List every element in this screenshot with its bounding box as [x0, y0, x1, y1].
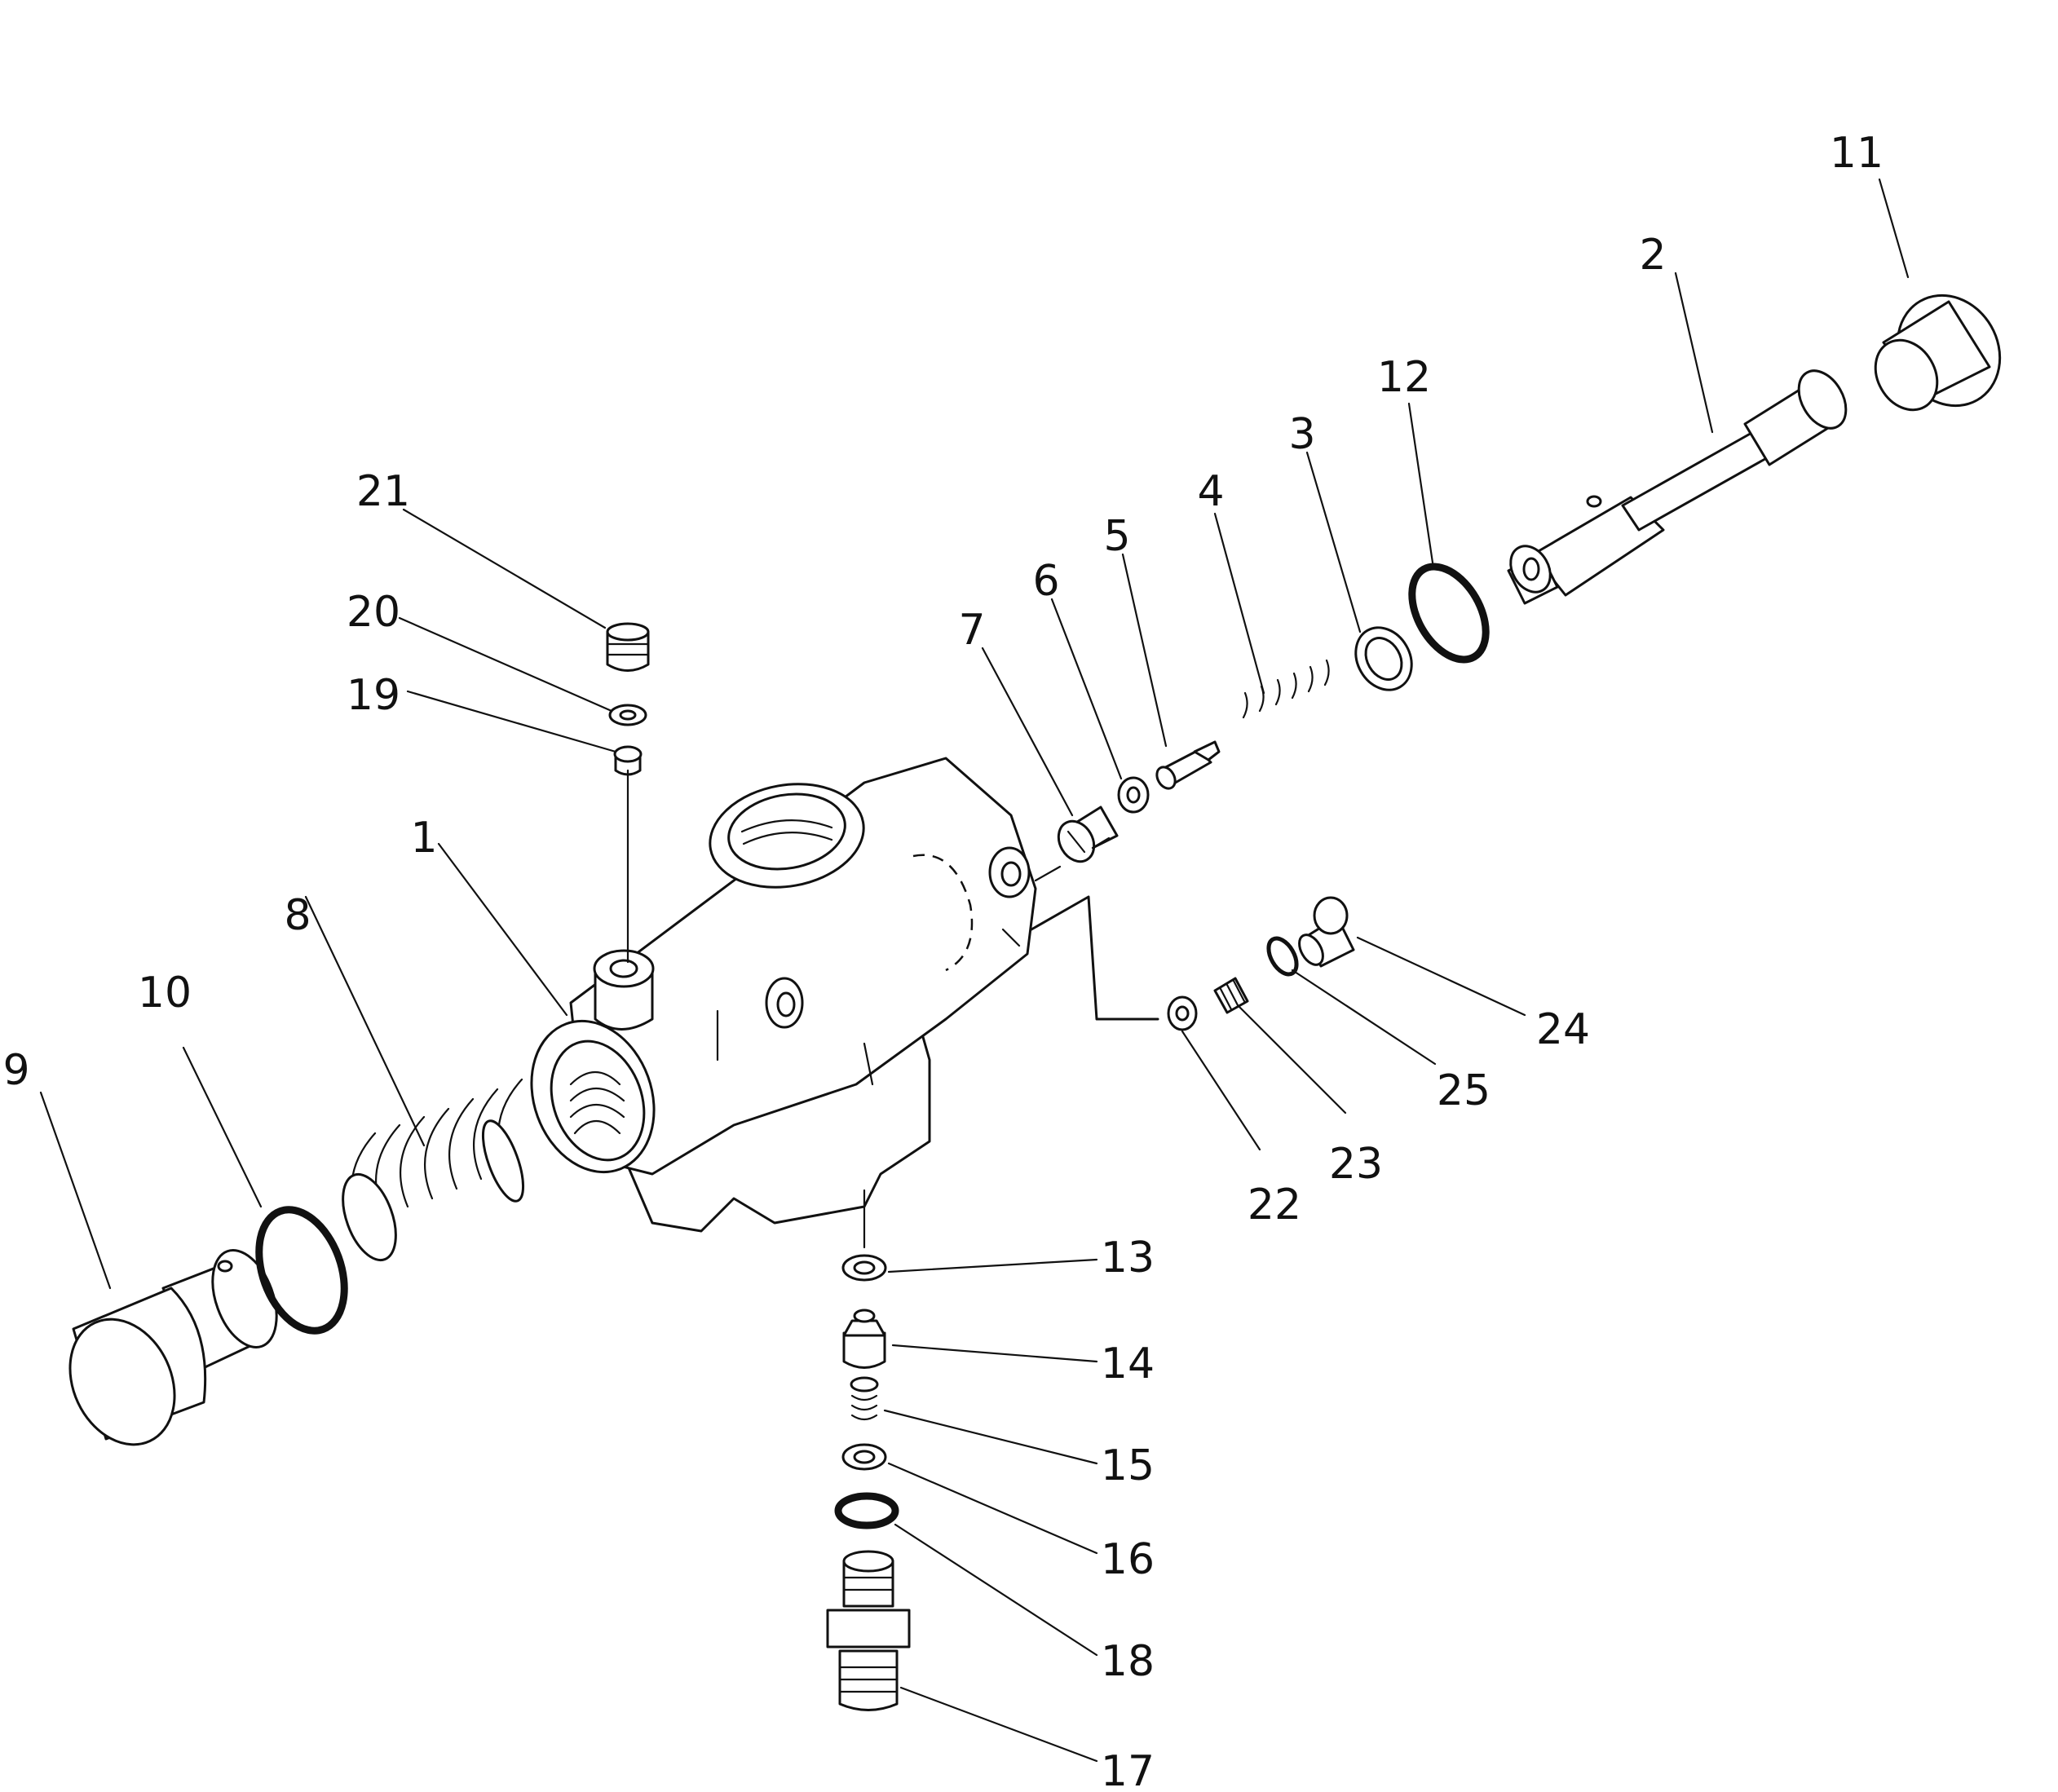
callout-numbers: 1 2 3 4 5 6 7 8 9 10 11 12 13 14 15 16 1… [2, 129, 1884, 1792]
callout-13: 13 [1101, 1234, 1155, 1282]
callout-25: 25 [1437, 1066, 1491, 1115]
callout-19: 19 [347, 671, 400, 720]
callout-12: 12 [1377, 353, 1431, 402]
callout-17: 17 [1101, 1747, 1155, 1792]
plug-24 [1298, 896, 1355, 968]
washer-20 [608, 704, 647, 726]
callout-4: 4 [1197, 467, 1224, 516]
washer-22 [1167, 995, 1198, 1031]
end-cap-left [68, 1249, 278, 1446]
connector-17 [826, 1550, 911, 1711]
callout-16: 16 [1101, 1535, 1155, 1584]
spring-23 [1213, 977, 1249, 1014]
callout-14: 14 [1101, 1340, 1155, 1388]
small-spring [1242, 659, 1330, 719]
callout-11: 11 [1830, 129, 1884, 178]
callout-8: 8 [284, 891, 311, 940]
leader-lines [39, 178, 1910, 1763]
small-washer [1117, 776, 1150, 814]
callout-15: 15 [1101, 1441, 1155, 1490]
callout-5: 5 [1103, 512, 1130, 561]
pin [1155, 740, 1221, 790]
callout-22: 22 [1248, 1181, 1301, 1229]
o-ring-25 [1266, 936, 1299, 977]
plug-19 [613, 745, 643, 776]
o-ring-18 [834, 1492, 899, 1529]
valve-body [530, 757, 1037, 1233]
plug-21 [606, 622, 650, 672]
callout-24: 24 [1536, 1005, 1590, 1054]
o-ring-large [255, 1206, 348, 1335]
small-plug [1057, 806, 1119, 863]
callout-3: 3 [1288, 410, 1315, 459]
spring-15 [850, 1376, 879, 1421]
callout-10: 10 [138, 969, 192, 1017]
callout-21: 21 [356, 467, 410, 516]
end-cap-right [1874, 294, 2002, 412]
callout-6: 6 [1032, 557, 1059, 606]
callout-23: 23 [1329, 1140, 1383, 1189]
large-spring [342, 1078, 525, 1262]
washer-13 [841, 1254, 887, 1282]
check-valve-14 [842, 1309, 886, 1369]
callout-18: 18 [1101, 1637, 1155, 1686]
callout-1: 1 [410, 814, 437, 863]
washer-16 [841, 1443, 887, 1471]
spool [1507, 369, 1848, 605]
assembly-lines [626, 769, 1159, 1249]
callout-7: 7 [958, 606, 985, 655]
callout-20: 20 [347, 588, 400, 637]
o-ring-right [1408, 563, 1490, 664]
callout-9: 9 [2, 1046, 29, 1095]
callout-2: 2 [1639, 231, 1666, 280]
seal-ring [1354, 626, 1413, 691]
